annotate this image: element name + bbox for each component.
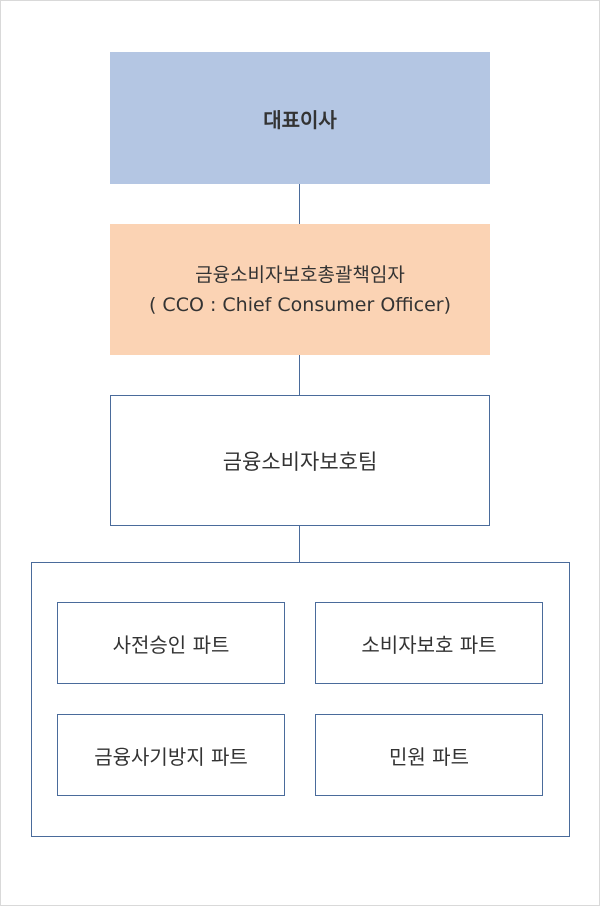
part-label: 소비자보호 파트 <box>361 632 497 657</box>
part-label: 민원 파트 <box>389 744 469 769</box>
part-label: 금융사기방지 파트 <box>94 744 248 769</box>
part-pre-approval: 사전승인 파트 <box>57 602 285 684</box>
part-label: 사전승인 파트 <box>112 632 230 657</box>
part-complaints: 민원 파트 <box>315 714 543 796</box>
connector-ceo-cco <box>299 184 300 224</box>
parts-group: 사전승인 파트 소비자보호 파트 금융사기방지 파트 민원 파트 <box>31 562 570 837</box>
team-label: 금융소비자보호팀 <box>222 449 378 474</box>
team-box: 금융소비자보호팀 <box>110 395 490 526</box>
cco-title: 금융소비자보호총괄책임자 <box>195 263 405 286</box>
cco-subtitle: ( CCO : Chief Consumer Officer) <box>148 293 452 316</box>
part-fraud-prevention: 금융사기방지 파트 <box>57 714 285 796</box>
ceo-box: 대표이사 <box>110 52 490 184</box>
connector-team-group <box>299 526 300 562</box>
cco-box: 금융소비자보호총괄책임자 ( CCO : Chief Consumer Offi… <box>110 224 490 355</box>
part-consumer-protection: 소비자보호 파트 <box>315 602 543 684</box>
ceo-label: 대표이사 <box>263 107 337 132</box>
connector-cco-team <box>299 355 300 395</box>
